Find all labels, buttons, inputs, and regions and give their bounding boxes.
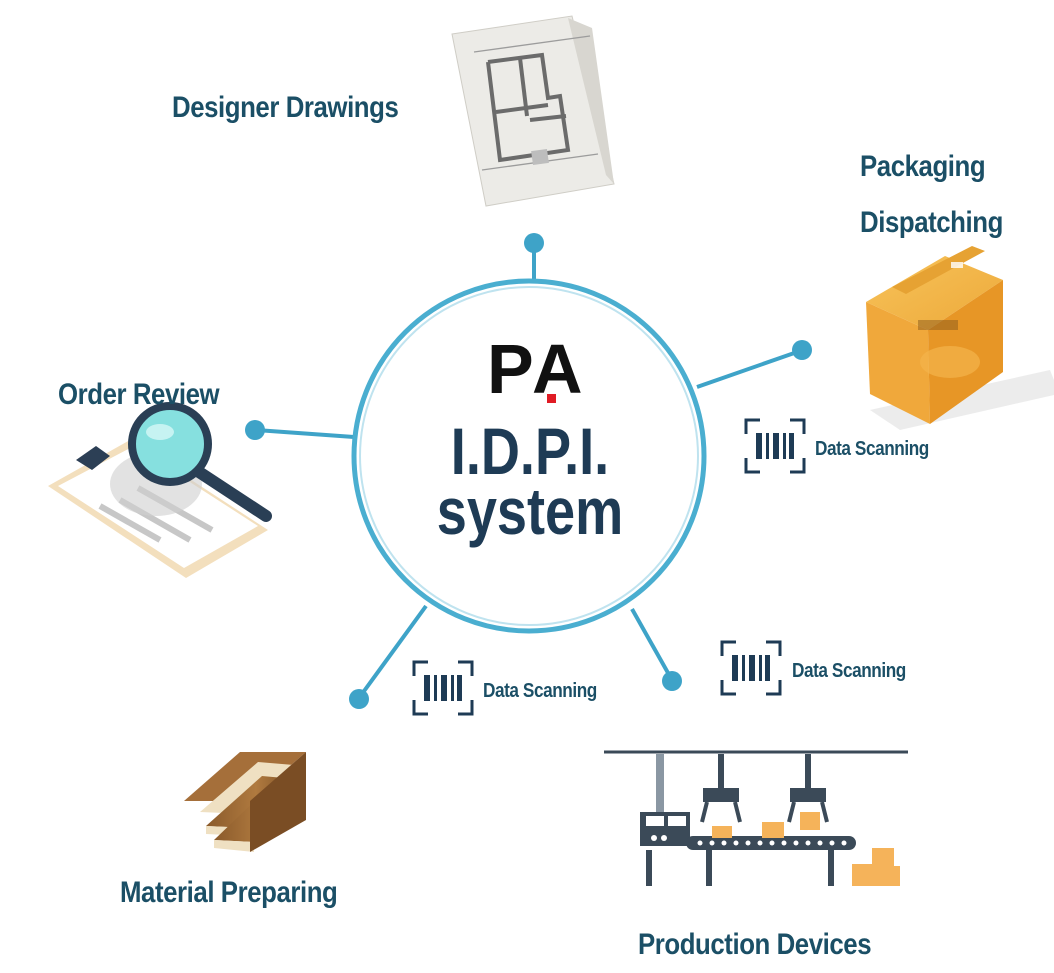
logo: P A xyxy=(485,333,585,405)
dispatching-label: Dispatching xyxy=(860,206,1003,239)
clipboard-magnifier-icon xyxy=(48,402,272,578)
conveyor-production-icon xyxy=(604,750,908,886)
data-scanning-label: Data Scanning xyxy=(815,438,929,460)
barcode-scan-icon xyxy=(744,418,806,474)
barcode-scan-icon xyxy=(412,660,474,716)
packaging-label: Packaging xyxy=(860,150,986,183)
system-title-line2: system xyxy=(436,474,624,548)
data-scanning-label: Data Scanning xyxy=(792,660,906,682)
center-circle xyxy=(351,278,707,634)
wood-planks-icon xyxy=(184,752,306,852)
data-scanning-label: Data Scanning xyxy=(483,680,597,702)
order-review-label: Order Review xyxy=(58,378,220,411)
logo-letter-a: A xyxy=(532,330,583,408)
package-box-icon xyxy=(866,246,1054,430)
blueprint-paper-icon xyxy=(451,15,615,207)
connector-lines xyxy=(255,245,801,700)
material-preparing-label: Material Preparing xyxy=(120,876,338,909)
designer-drawings-label: Designer Drawings xyxy=(172,91,399,124)
barcode-scan-icon xyxy=(720,640,782,696)
connector-dots xyxy=(245,233,812,709)
logo-red-mark xyxy=(547,394,556,403)
logo-letter-p: P xyxy=(487,330,534,408)
production-devices-label: Production Devices xyxy=(638,928,872,961)
system-title-line1: I.D.P.I. xyxy=(450,414,610,488)
